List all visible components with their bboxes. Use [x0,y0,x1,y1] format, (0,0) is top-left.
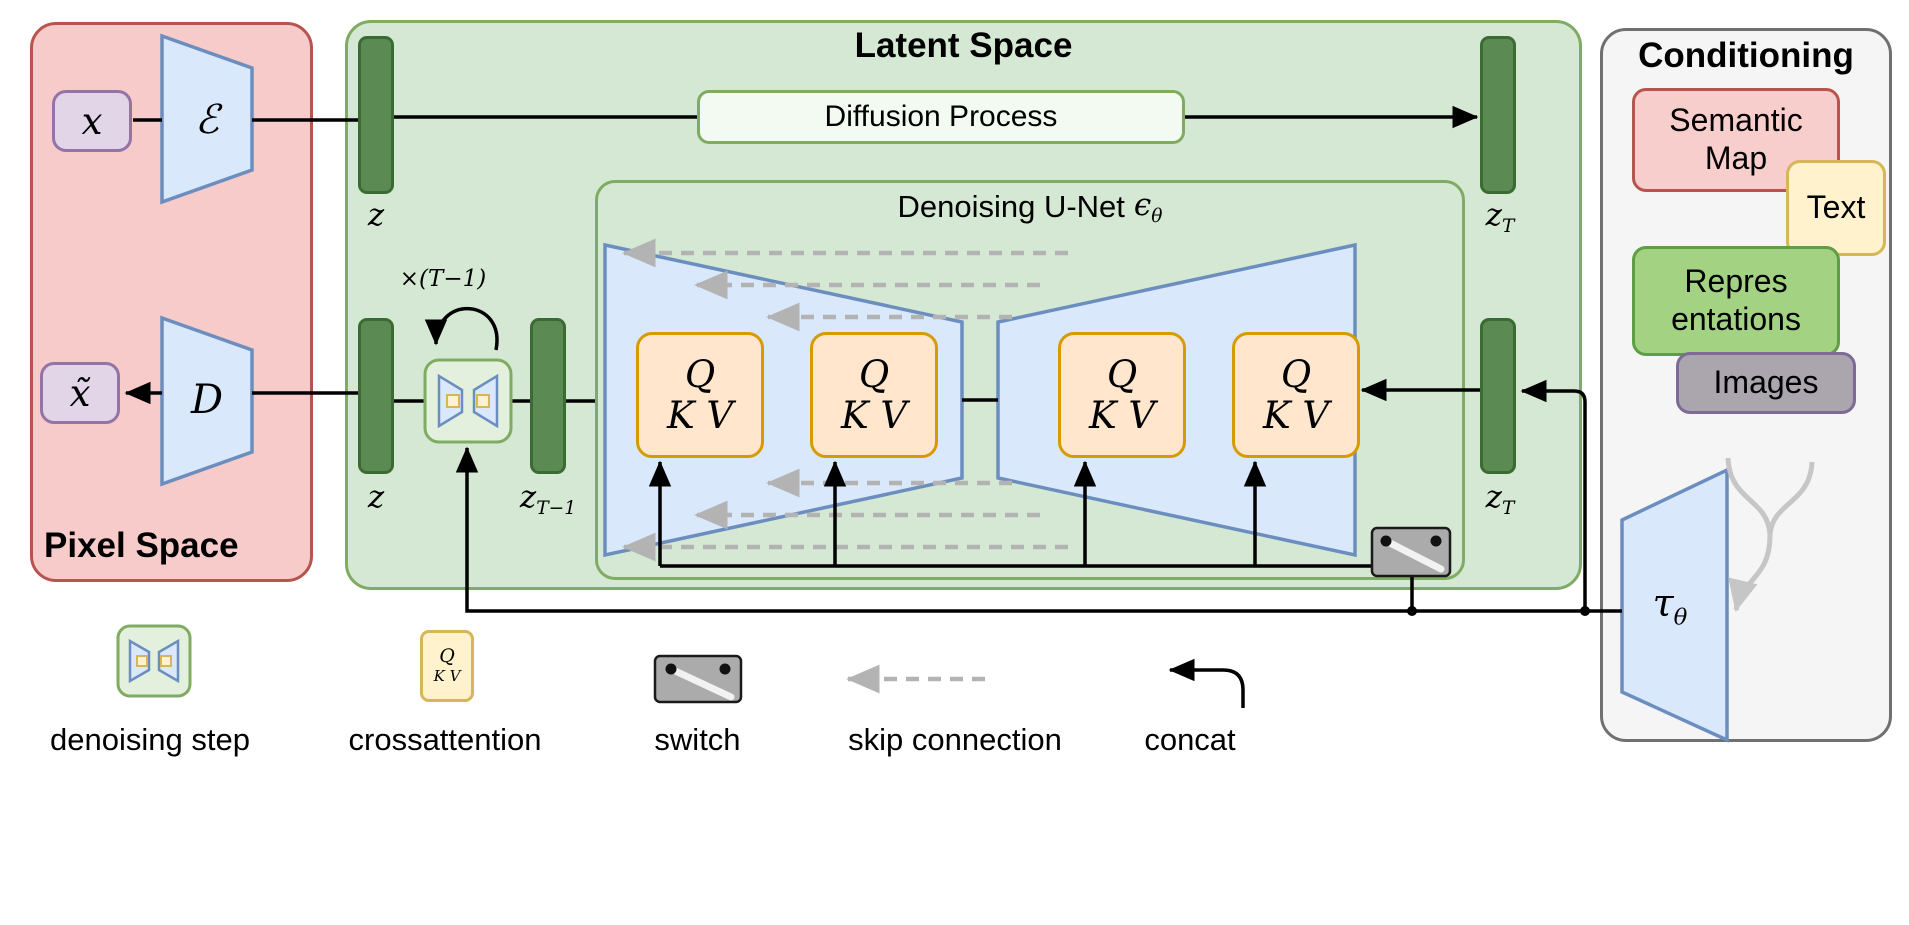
latent-z-bar-top [358,36,394,194]
latent-zTm1-bar [530,318,566,474]
x-input-box: x [52,90,132,152]
legend-concat-label: concat [1144,722,1236,757]
encoder-label: ℰ [194,97,220,143]
pixel-space-title: Pixel Space [44,526,239,565]
images-box: Images [1676,352,1856,414]
latent-zT-bar-bottom [1480,318,1516,474]
z-label-bottom: z [367,479,385,515]
text-box: Text [1786,160,1886,256]
tau-label: τθ [1652,581,1688,631]
z-label-top: z [367,197,385,233]
legend-crossattention-label: crossattention [348,722,542,757]
crossattention-legend-icon: Q K V [420,630,474,702]
legend-denoising-step-label: denoising step [50,722,250,757]
denoising-step-legend-icon [116,624,192,698]
conditioning-title: Conditioning [1638,36,1854,75]
latent-z-bar-bottom [358,318,394,474]
zT-label-bottom: zT [1485,479,1515,520]
x-tilde-output-box: x̃ [40,362,120,424]
unet-title: Denoising U-Net ϵθ [897,186,1163,228]
diffusion-process-box: Diffusion Process [697,90,1185,144]
legend-switch-label: switch [654,722,741,757]
concat-legend-icon [1168,658,1245,708]
legend-skip-connection-label: skip connection [848,722,1062,757]
latent-zT-bar-top [1480,36,1516,194]
zTm1-label: zT−1 [519,479,577,520]
latent-space-title: Latent Space [854,26,1073,65]
loop-count-label: ×(T−1) [399,266,487,292]
decoder-label: D [190,377,224,423]
zT-label-top: zT [1485,197,1515,238]
switch-legend-icon [653,654,743,704]
